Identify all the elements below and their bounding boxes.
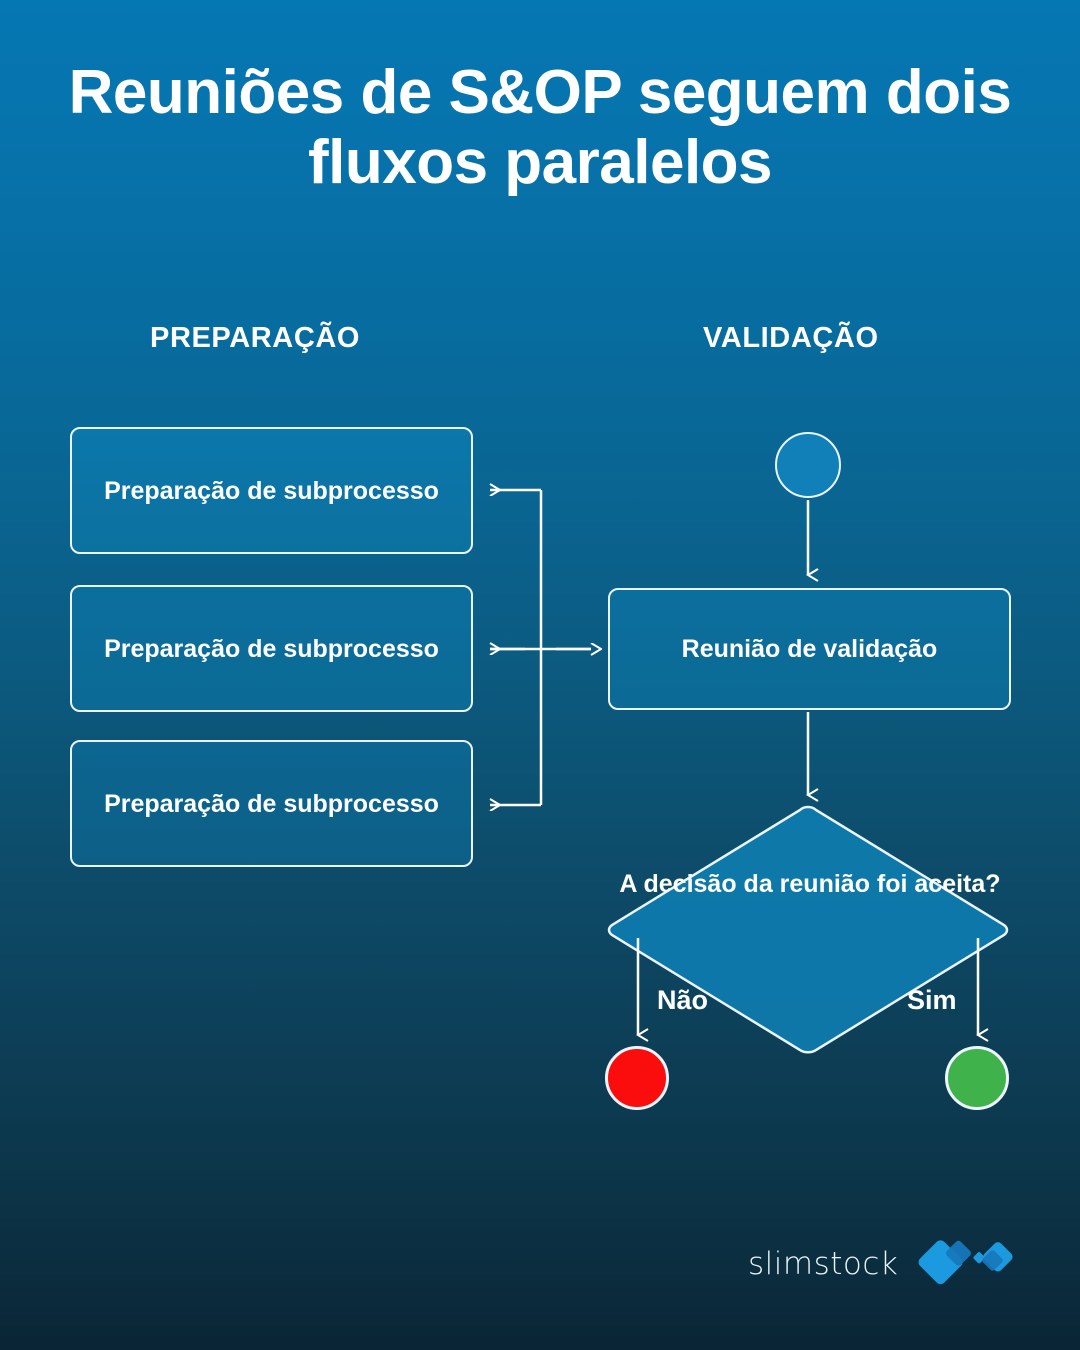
branch-label-yes: Sim — [907, 985, 957, 1015]
preparation-trunk-connector — [490, 490, 543, 805]
slimstock-logo: slimstock — [748, 1228, 1018, 1300]
logo-wordmark: slimstock — [748, 1246, 899, 1282]
validation-meeting-box[interactable]: Reunião de validação — [608, 588, 1011, 710]
end-node-rejected[interactable] — [605, 1046, 669, 1110]
column-header-validation: VALIDAÇÃO — [703, 322, 879, 354]
preparation-box-3[interactable]: Preparação de subprocesso — [70, 740, 473, 867]
end-node-accepted[interactable] — [945, 1046, 1009, 1110]
branch-label-no: Não — [657, 985, 709, 1015]
preparation-box-1[interactable]: Preparação de subprocesso — [70, 427, 473, 554]
logo-diamond-mark — [918, 1240, 1013, 1285]
decision-diamond-label: A decisão da reunião foi aceita? — [619, 870, 1001, 898]
validation-meeting-label: Reunião de validação — [681, 635, 938, 663]
start-node-circle[interactable] — [775, 432, 841, 498]
preparation-box-3-label: Preparação de subprocesso — [104, 789, 439, 818]
preparation-box-2-label: Preparação de subprocesso — [104, 634, 439, 663]
preparation-box-2[interactable]: Preparação de subprocesso — [70, 585, 473, 712]
page-title: Reuniões de S&OP seguem dois fluxos para… — [68, 58, 1012, 198]
column-header-preparation: PREPARAÇÃO — [150, 322, 361, 354]
preparation-box-1-label: Preparação de subprocesso — [104, 476, 439, 505]
